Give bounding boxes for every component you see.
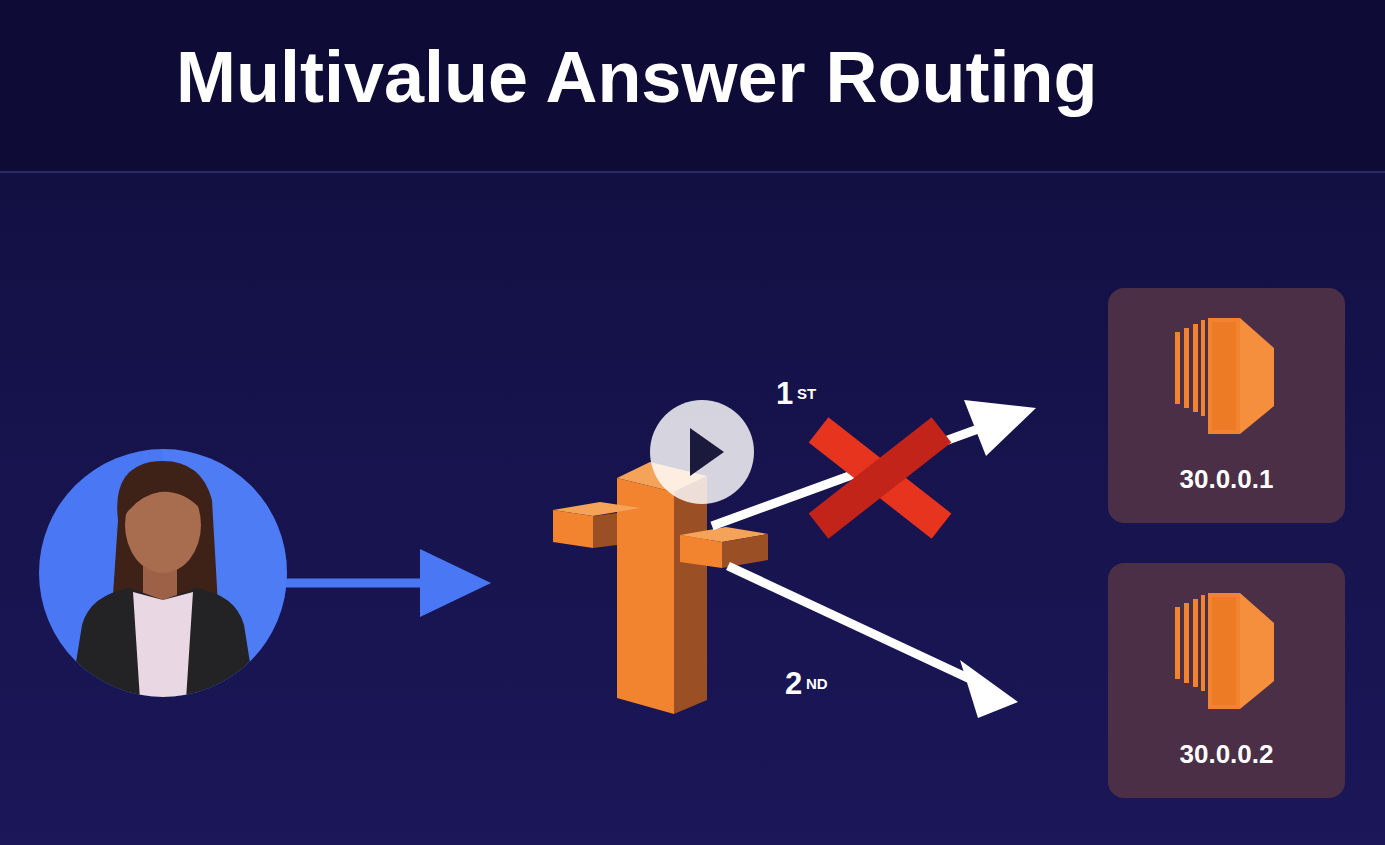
server-box: 30.0.0.1 bbox=[1108, 288, 1345, 523]
ec2-bar bbox=[1184, 328, 1189, 408]
ec2-side bbox=[1240, 593, 1274, 709]
failed-mark bbox=[809, 417, 952, 538]
illustration-part bbox=[593, 513, 617, 548]
ip-address: 30.0.0.1 bbox=[1108, 464, 1345, 495]
illustration-part bbox=[964, 400, 1036, 456]
order-number: 1 bbox=[776, 378, 793, 409]
order-suffix: ND bbox=[806, 676, 828, 691]
order-suffix: ST bbox=[797, 386, 816, 401]
illustration-part bbox=[722, 534, 768, 568]
ip-address: 30.0.0.2 bbox=[1108, 739, 1345, 770]
ec2-bar bbox=[1201, 595, 1205, 691]
ec2-bar bbox=[1193, 599, 1198, 687]
ec2-bar bbox=[1175, 607, 1180, 679]
user-avatar bbox=[39, 449, 287, 700]
illustration-part bbox=[420, 549, 491, 617]
illustration-part bbox=[553, 510, 593, 548]
ec2-bar bbox=[1201, 320, 1205, 416]
illustration-part bbox=[70, 449, 287, 700]
ec2-face-inner bbox=[1212, 322, 1236, 430]
illustration-part bbox=[286, 579, 425, 588]
answer-arrow-second bbox=[728, 566, 1018, 718]
illustration-part bbox=[674, 476, 707, 714]
ec2-bar bbox=[1175, 332, 1180, 404]
divider-line bbox=[0, 171, 1385, 173]
ec2-icon bbox=[1108, 288, 1345, 438]
ec2-side bbox=[1240, 318, 1274, 434]
illustration-part bbox=[680, 535, 722, 568]
illustration-part bbox=[650, 400, 754, 504]
illustration-part bbox=[960, 660, 1018, 718]
illustration-part bbox=[728, 566, 985, 686]
ec2-bar bbox=[1193, 324, 1198, 412]
ec2-face bbox=[1208, 593, 1240, 709]
play-button bbox=[650, 400, 754, 504]
request-arrow bbox=[286, 549, 491, 617]
illustration-part bbox=[125, 470, 203, 515]
illustration-part bbox=[809, 417, 952, 538]
ec2-face-inner bbox=[1212, 597, 1236, 705]
order-number: 2 bbox=[785, 668, 802, 699]
illustration-part bbox=[809, 417, 952, 538]
server-box: 30.0.0.2 bbox=[1108, 563, 1345, 798]
illustration-part bbox=[133, 592, 193, 700]
title-band bbox=[0, 0, 1385, 172]
ec2-icon bbox=[1108, 563, 1345, 713]
route53-icon bbox=[553, 462, 768, 714]
illustration-part bbox=[617, 478, 674, 714]
ec2-face bbox=[1208, 318, 1240, 434]
illustration-part bbox=[690, 428, 724, 476]
ec2-bar bbox=[1184, 603, 1189, 683]
illustration-part bbox=[70, 588, 256, 700]
diagram-title: Multivalue Answer Routing bbox=[176, 36, 1097, 119]
